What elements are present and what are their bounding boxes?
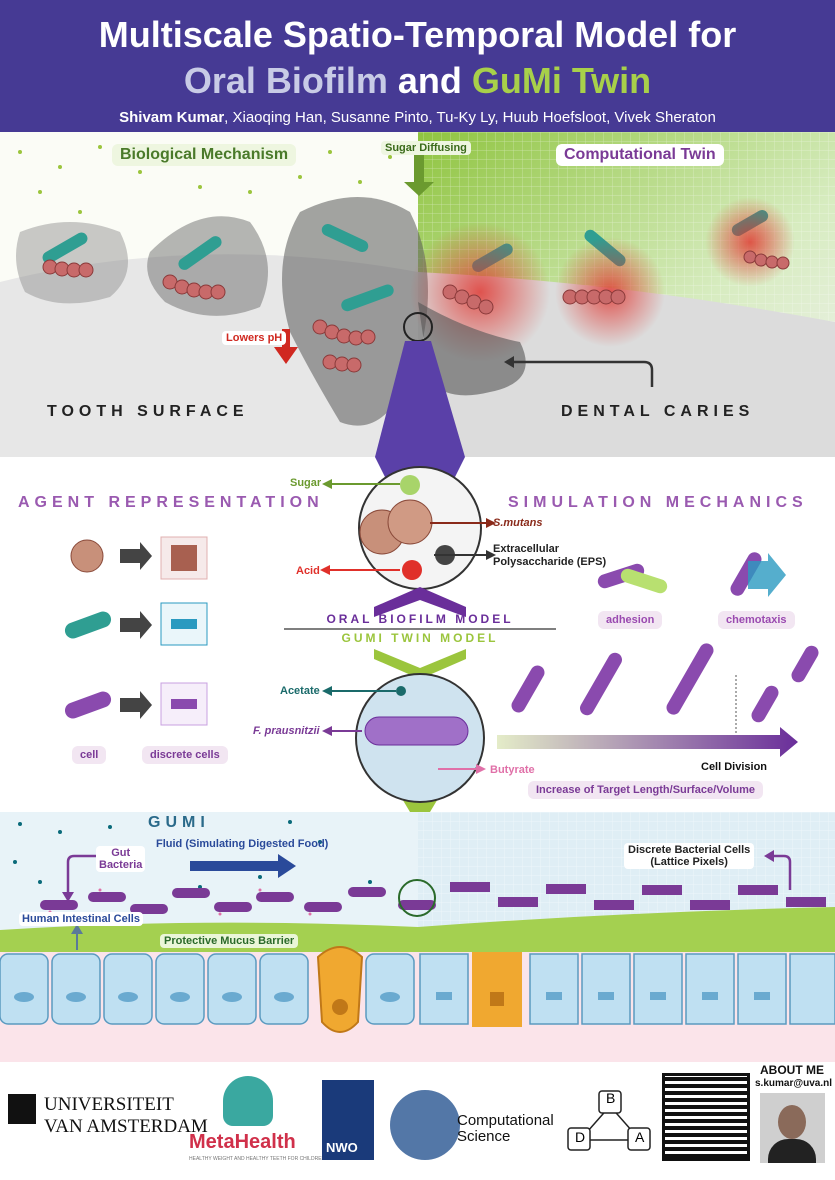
sugar-diffusing-label: Sugar Diffusing	[381, 141, 471, 155]
poster-title-line1: Multiscale Spatio-Temporal Model for	[98, 14, 737, 55]
biological-mechanism-label: Biological Mechanism	[112, 144, 297, 166]
middle-illustration	[64, 457, 819, 812]
metahealth-tagline: HEALTHY WEIGHT AND HEALTHY TEETH FOR CHI…	[189, 1156, 326, 1162]
lead-author: Shivam Kumar	[119, 109, 225, 126]
author-list: Shivam Kumar, Xiaoqing Han, Susanne Pint…	[0, 109, 835, 126]
fluid-label: Fluid (Simulating Digested Food)	[156, 838, 329, 850]
gumi-title: GUMI	[148, 814, 210, 831]
nwo-name: NWO	[326, 1140, 358, 1155]
gumi-twin-model-label: GUMI TWIN MODEL	[341, 631, 499, 645]
sugar-label: Sugar	[290, 477, 322, 489]
avatar	[760, 1093, 825, 1163]
metahealth-logo-icon	[223, 1076, 273, 1126]
title-and: and	[387, 60, 472, 101]
agent-representation-title: AGENT REPRESENTATION	[18, 494, 324, 511]
discrete-bacterial-cells-label: Discrete Bacterial Cells(Lattice Pixels)	[624, 843, 755, 869]
butyrate-label: Butyrate	[490, 764, 535, 776]
nwo-logo-icon	[322, 1080, 374, 1160]
computational-twin-label: Computational Twin	[556, 144, 724, 166]
fprausnitzii-label: F. prausnitzii	[253, 725, 320, 737]
oral-biofilm-model-label: ORAL BIOFILM MODEL	[326, 612, 514, 626]
simulation-mechanics-title: SIMULATION MECHANICS	[508, 494, 808, 511]
chemotaxis-chip: chemotaxis	[718, 611, 795, 629]
dental-caries-label: DENTAL CARIES	[561, 403, 755, 420]
coauthors: , Xiaoqing Han, Susanne Pinto, Tu-Ky Ly,…	[224, 109, 716, 126]
node-a: A	[635, 1129, 645, 1145]
top-illustration	[0, 132, 835, 457]
email-link[interactable]: s.kumar@uva.nl	[755, 1078, 833, 1089]
uva-logo-icon	[8, 1094, 36, 1124]
tooth-surface-label: TOOTH SURFACE	[47, 403, 249, 420]
lowers-ph-label: Lowers pH	[222, 331, 287, 345]
title-oral-biofilm: Oral Biofilm	[183, 60, 388, 101]
metahealth-name: MetaHealth	[189, 1131, 296, 1153]
node-b: B	[606, 1090, 616, 1106]
cell-chip: cell	[72, 746, 107, 764]
computational-science-logo-icon	[390, 1090, 460, 1160]
cell-division-label: Cell Division	[701, 761, 768, 773]
title-gumi-twin: GuMi Twin	[471, 60, 652, 101]
discrete-cells-chip: discrete cells	[142, 746, 228, 764]
target-growth-chip: Increase of Target Length/Surface/Volume	[528, 781, 764, 799]
arrow-right-icon	[120, 542, 152, 570]
adhesion-chip: adhesion	[598, 611, 663, 629]
node-d: D	[575, 1129, 586, 1145]
header-banner	[0, 0, 835, 132]
mucus-barrier-label: Protective Mucus Barrier	[160, 934, 299, 948]
human-intestinal-cells-label: Human Intestinal Cells	[19, 912, 143, 926]
qr-code-icon[interactable]	[662, 1073, 750, 1161]
bacteria-cocci-icon	[42, 259, 376, 373]
smutans-label: S.mutans	[493, 517, 543, 529]
acetate-label: Acetate	[280, 685, 320, 697]
acid-label: Acid	[296, 565, 320, 577]
bda-diagram-icon	[567, 1090, 651, 1151]
poster-title-line2: Oral Biofilm and GuMi Twin	[0, 60, 835, 102]
about-me-label: ABOUT ME	[760, 1063, 824, 1077]
